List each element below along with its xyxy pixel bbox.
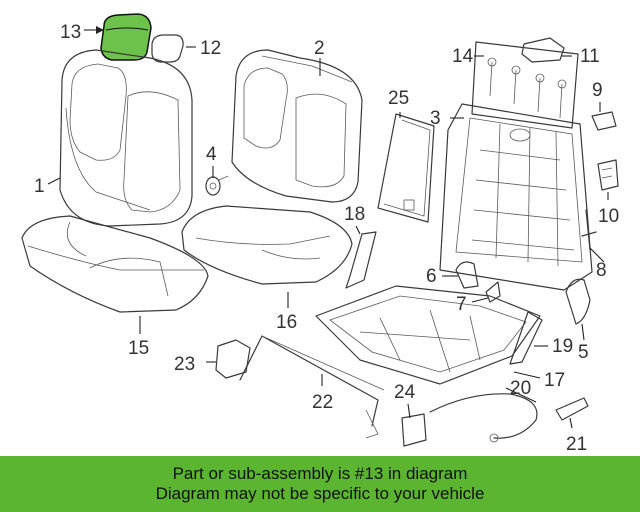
part-15-seat-cushion[interactable] [21, 215, 209, 313]
part-18-bracket[interactable] [345, 231, 377, 289]
callout-14: 14 [452, 46, 474, 67]
callout-19: 19 [552, 336, 573, 357]
callout-9: 9 [592, 80, 603, 101]
callout-6: 6 [426, 266, 437, 287]
part-20-cable[interactable] [429, 393, 538, 443]
banner-line-2: Diagram may not be specific to your vehi… [155, 484, 485, 503]
callout-3: 3 [430, 108, 441, 129]
part-14-bolts[interactable] [471, 41, 579, 129]
part-10-guide[interactable] [597, 159, 619, 191]
part-19-side-bracket[interactable] [509, 311, 543, 365]
part-5-cover[interactable] [565, 278, 591, 325]
callout-7: 7 [456, 294, 467, 315]
part-7-link[interactable] [485, 281, 501, 303]
part-12-headrest[interactable] [151, 34, 184, 63]
callout-13: 13 [60, 22, 81, 43]
part-21-trim[interactable] [555, 397, 589, 421]
banner-line-1: Part or sub-assembly is #13 in diagram [172, 464, 468, 483]
callout-22: 22 [312, 392, 333, 413]
callout-20: 20 [510, 378, 531, 399]
callout-21: 21 [566, 434, 587, 455]
part-9-latch[interactable] [591, 111, 617, 131]
part-6-clip[interactable] [455, 261, 479, 289]
callout-17: 17 [544, 370, 565, 391]
callout-10: 10 [598, 206, 619, 227]
part-1-seat-back[interactable] [59, 49, 193, 227]
part-3-seat-back-frame[interactable] [439, 103, 593, 291]
callout-11: 11 [580, 46, 600, 67]
part-17-cushion-frame[interactable] [315, 285, 541, 385]
part-22-crossbar[interactable] [239, 335, 385, 439]
callout-1: 1 [34, 176, 45, 197]
callout-5: 5 [578, 342, 589, 363]
part-16-cushion-pad[interactable] [181, 205, 353, 285]
part-2-seat-back-cover[interactable] [231, 49, 363, 203]
callout-16: 16 [276, 312, 297, 333]
part-13-headrest[interactable] [100, 13, 152, 61]
callout-15: 15 [128, 338, 149, 359]
parts-diagram: 13 12 2 14 11 9 25 3 4 1 18 10 8 6 7 16 … [21, 13, 619, 455]
part-24-bracket[interactable] [401, 413, 427, 447]
part-11-bracket[interactable] [521, 37, 565, 63]
part-8-spring[interactable] [581, 209, 597, 251]
info-banner: Part or sub-assembly is #13 in diagram D… [0, 456, 640, 512]
part-23-block[interactable] [215, 339, 251, 379]
leader-lines [47, 26, 609, 429]
callout-23: 23 [174, 354, 195, 375]
callout-labels: 13 12 2 14 11 9 25 3 4 1 18 10 8 6 7 16 … [34, 22, 619, 455]
part-25-pad[interactable] [377, 113, 435, 223]
callout-25: 25 [388, 88, 409, 109]
callout-12: 12 [200, 38, 221, 59]
callout-18: 18 [344, 204, 365, 225]
part-4-clip[interactable] [205, 175, 229, 196]
callout-8: 8 [596, 260, 607, 281]
callout-4: 4 [206, 144, 217, 165]
callout-2: 2 [314, 38, 325, 59]
callout-24: 24 [394, 382, 416, 403]
